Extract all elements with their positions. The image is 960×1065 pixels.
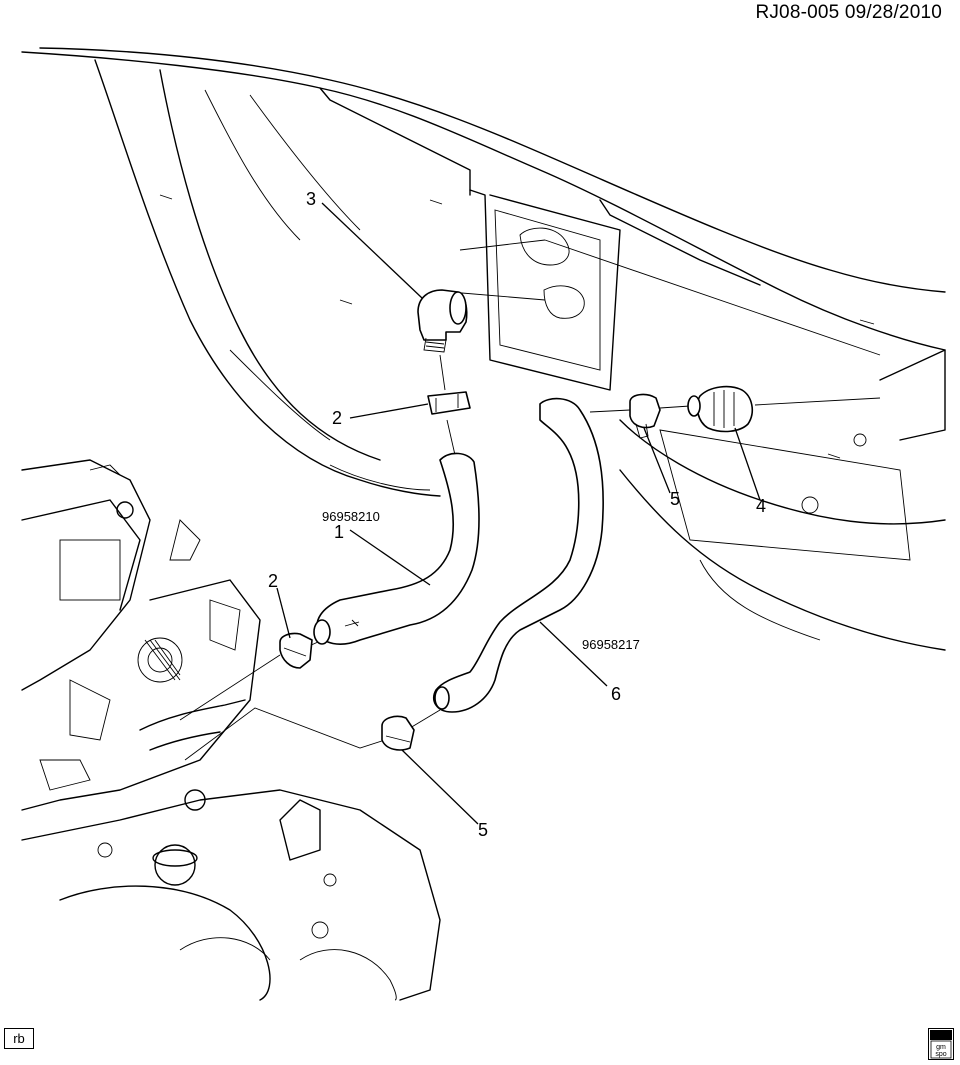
callout-6: 6 — [611, 684, 621, 704]
clamp-part-5-upper — [629, 393, 661, 439]
connector-part-4 — [687, 385, 754, 433]
callout-2-lower: 2 — [268, 571, 278, 591]
elbow-fitting-part-3 — [417, 227, 585, 353]
clamp-part-5-lower — [381, 715, 415, 751]
callout-3: 3 — [306, 189, 316, 209]
callout-1: 1 — [334, 522, 344, 542]
body-panel-outline — [21, 47, 946, 651]
callout-5-lower: 5 — [478, 820, 488, 840]
svg-text:spo: spo — [935, 1051, 946, 1058]
clamp-part-2-lower — [279, 632, 313, 669]
assembly-lines — [179, 239, 881, 761]
part-number-hose-6: 96958217 — [582, 637, 640, 652]
diagram-reference: RJ08-005 09/28/2010 — [755, 2, 942, 23]
engine-assembly — [21, 459, 441, 1001]
svg-text:gm: gm — [936, 1044, 946, 1051]
illustrator-initials-box: rb — [4, 1028, 34, 1049]
callout-2-upper: 2 — [332, 408, 342, 428]
part-number-hose-1: 96958210 — [322, 509, 380, 524]
clamp-part-2-upper — [427, 391, 471, 415]
callout-5-upper: 5 — [670, 489, 680, 509]
callouts: 3 2 96958210 1 2 5 4 96958217 6 5 — [268, 189, 766, 840]
callout-leaders — [276, 202, 761, 825]
callout-4: 4 — [756, 496, 766, 516]
gm-spo-logo: gm spo — [928, 1028, 954, 1060]
heater-hose-part-1 — [313, 452, 480, 645]
heater-hose-part-6 — [432, 397, 604, 713]
